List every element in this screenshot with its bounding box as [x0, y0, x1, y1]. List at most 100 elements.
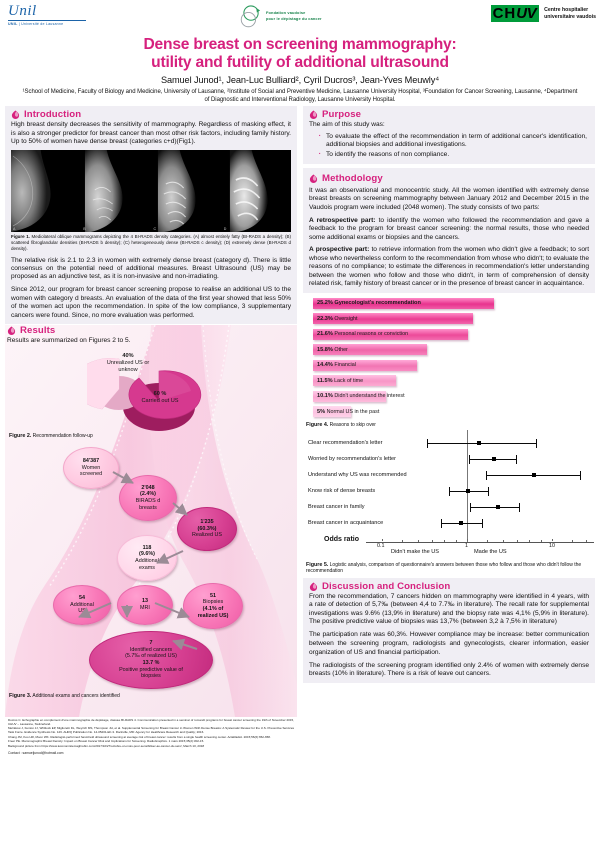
section-bullet-icon — [309, 581, 318, 591]
bar-label: 5% Normal US in the past — [317, 408, 380, 415]
forest-ticklabel-0.1: 0.1 — [377, 542, 385, 549]
forest-left-side-label: Didn't make the US — [391, 548, 440, 555]
contact-line: Contact : samueljunod@hotmail.com — [8, 750, 64, 755]
methodology-para-1: It was an observational and monocentric … — [309, 187, 589, 211]
discussion-para-1: From the recommendation, 7 cancers hidde… — [309, 592, 589, 626]
right-column: Purpose The aim of this study was: To ev… — [303, 106, 595, 755]
discussion-text: From the recommendation, 7 cancers hidde… — [307, 593, 591, 679]
forest-ci-cap-hi-4 — [519, 502, 521, 512]
forest-point-1 — [492, 457, 496, 461]
bar-financial — [313, 359, 417, 371]
forest-tick-minor — [418, 539, 419, 542]
reference-item: Chang JM, Koo HR, Moon WK. Radiologist-p… — [8, 734, 271, 739]
mammogram-c: C — [151, 149, 221, 232]
forest-label-3: Know risk of dense breasts — [308, 487, 376, 494]
bar-gynecologist — [313, 297, 494, 309]
results-header: Results — [7, 325, 297, 336]
introduction-header: Introduction — [11, 109, 293, 120]
discussion-para-3: The radiologists of the screening progra… — [309, 661, 589, 678]
bar-label: 21.6% Personal reasons or conviction — [317, 331, 409, 337]
forest-point-3 — [466, 489, 470, 493]
intro-para-3: Since 2012, our program for breast cance… — [11, 286, 291, 319]
reference-item: Ducros C. Echographie en complément d'un… — [8, 717, 294, 726]
figure4-bar-chart: 25.2% Gynecologist's recommendation 22.3… — [307, 297, 592, 421]
mammogram-d: D — [221, 149, 291, 232]
forest-tick-minor — [517, 539, 518, 542]
unil-wordmark: Unil — [8, 3, 37, 19]
bar-label: 22.3% Oversight — [317, 315, 358, 322]
figure2-pie-chart: 40%Unrealized US or unknow 60 %Carried o… — [73, 347, 217, 447]
intro-para-1: High breast density decreases the sensit… — [11, 121, 291, 146]
methodology-prospective: A prospective part: to retrieve informat… — [309, 246, 590, 288]
forest-ci-cap-lo-4 — [470, 502, 472, 512]
pie-label-unrealized: 40%Unrealized US or unknow — [106, 352, 150, 373]
forest-tick-minor — [586, 539, 587, 542]
foundation-mark-icon — [240, 5, 261, 28]
forest-axis-title: Odds ratio — [324, 535, 360, 543]
forest-label-2: Understand why US was recommended — [308, 471, 407, 478]
bar-oversight — [313, 313, 473, 324]
bar-row: 15.8% Other — [307, 343, 592, 359]
forest-point-5 — [459, 521, 463, 525]
methodology-retrospective: A retrospective part: to identify the wo… — [309, 216, 590, 241]
introduction-panel: Introduction High breast density decreas… — [5, 106, 297, 324]
purpose-bullet-2: To identify the reasons of non complianc… — [317, 150, 591, 159]
forest-point-0 — [477, 441, 481, 445]
results-title: Results — [20, 324, 56, 336]
section-bullet-icon — [309, 174, 318, 184]
forest-tick-minor — [456, 539, 457, 542]
bar-row: 25.2% Gynecologist's recommendation — [307, 297, 592, 313]
purpose-title: Purpose — [322, 109, 362, 121]
discussion-header: Discussion and Conclusion — [309, 581, 591, 592]
forest-label-5: Breast cancer in acquaintance — [308, 519, 384, 526]
left-column: Introduction High breast density decreas… — [5, 106, 297, 755]
forest-ci-cap-lo-3 — [449, 486, 451, 496]
forest-tick-minor — [487, 539, 488, 542]
forest-ci-4 — [470, 506, 520, 508]
methodology-title: Methodology — [322, 173, 383, 185]
discussion-para-2: The participation rate was 60,3%. Howeve… — [309, 631, 589, 656]
unil-subtitle: UNIL | Université de Lausanne — [8, 22, 64, 26]
forest-tick-1 — [467, 538, 468, 541]
foundation-text: Fondation vaudoise pour le dépistage du … — [266, 10, 322, 21]
forest-tick-minor — [503, 539, 504, 542]
unil-rule — [8, 20, 86, 21]
introduction-text: High breast density decreases the sensit… — [9, 121, 293, 146]
forest-right-side-label: Made the US — [474, 548, 507, 555]
reference-item: Background picture from https://www.leco… — [8, 743, 205, 748]
column-container: Introduction High breast density decreas… — [0, 104, 600, 755]
mammogram-label-a: A — [13, 226, 16, 231]
figure5-forest-plot: Clear recommendation's letter Worried by… — [306, 429, 594, 555]
forest-reference-line — [467, 429, 469, 542]
purpose-header: Purpose — [309, 109, 591, 120]
section-bullet-icon — [7, 326, 16, 335]
poster-title-line2: utility and futility of additional ultra… — [151, 54, 449, 71]
forest-ci-cap-hi-0 — [536, 438, 538, 448]
purpose-panel: Purpose The aim of this study was: To ev… — [303, 106, 595, 165]
mammogram-b: B — [81, 149, 151, 232]
unil-logo: Unil UNIL | Université de Lausanne — [8, 4, 94, 26]
foundation-logo: Fondation vaudoise pour le dépistage du … — [238, 3, 368, 31]
forest-ci-cap-lo-2 — [486, 470, 488, 480]
forest-tick-10 — [552, 538, 553, 541]
figure3-caption: Figure 3. Additional exams and cancers i… — [9, 692, 120, 699]
forest-ci-cap-hi-3 — [488, 486, 490, 496]
forest-tick-minor — [444, 539, 445, 542]
logo-bar: Unil UNIL | Université de Lausanne Fonda… — [0, 0, 600, 34]
purpose-bullet-1: To evaluate the effect of the recommenda… — [317, 132, 591, 150]
bar-row: 14.4% Financial — [307, 359, 592, 375]
title-block: Dense breast on screening mammography: u… — [0, 34, 600, 104]
bar-label: 11.5% Lack of time — [317, 377, 364, 384]
discussion-panel: Discussion and Conclusion From the recom… — [303, 577, 595, 683]
forest-tick-minor — [572, 539, 573, 542]
retrospective-label: A retrospective part: — [309, 216, 376, 224]
bar-lack-of-time — [313, 375, 396, 386]
pie-label-carried-out: 60 %Carried out US — [141, 390, 179, 404]
bar-label: 14.4% Financial — [317, 362, 356, 368]
forest-ci-cap-hi-1 — [516, 454, 518, 464]
